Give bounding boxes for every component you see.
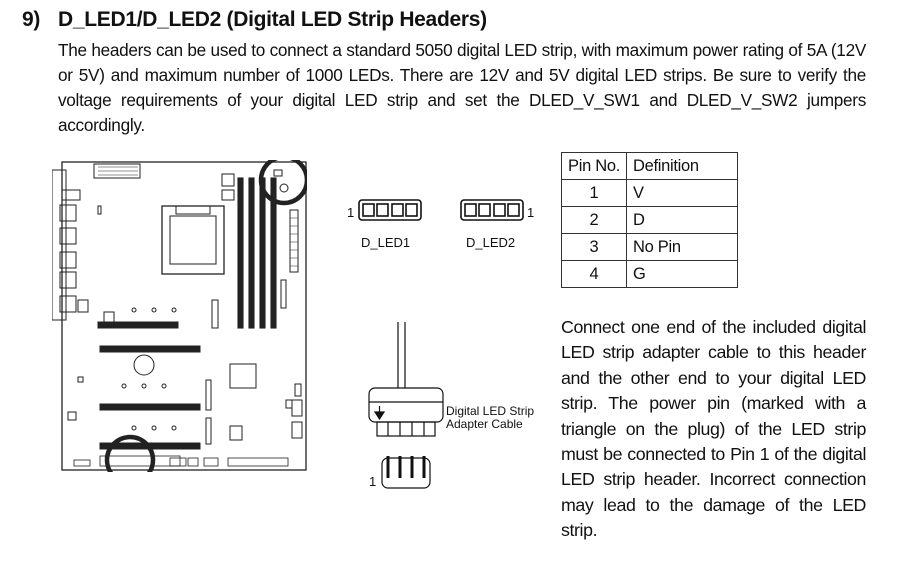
pin-number: 3: [561, 233, 627, 261]
pin-number: 2: [561, 206, 627, 234]
d-led2-header-diagram: [460, 199, 524, 221]
pin-definition: D: [626, 206, 738, 234]
pin-number: 4: [561, 260, 627, 288]
cable-pin1-marker: 1: [369, 474, 377, 489]
d-led1-pin1-marker: 1: [347, 205, 355, 220]
adapter-cable-label-line2: Adapter Cable: [446, 417, 523, 431]
pin-definition: G: [626, 260, 738, 288]
section-heading: 9) D_LED1/D_LED2 (Digital LED Strip Heade…: [22, 8, 487, 32]
table-row: 1 V: [561, 179, 738, 207]
section-number: 9): [22, 8, 41, 31]
col-definition-header: Definition: [626, 152, 738, 180]
table-row: 3 No Pin: [561, 233, 738, 261]
col-pin-header: Pin No.: [561, 152, 627, 180]
pin-number: 1: [561, 179, 627, 207]
motherboard-diagram: [52, 160, 307, 472]
section-title: D_LED1/D_LED2 (Digital LED Strip Headers…: [58, 8, 487, 31]
table-header-row: Pin No. Definition: [561, 152, 738, 180]
d-led1-label: D_LED1: [361, 235, 411, 250]
adapter-cable-label-line1: Digital LED Strip: [446, 404, 535, 418]
connection-description: Connect one end of the included digital …: [561, 317, 866, 541]
adapter-cable-label: Digital LED Strip Adapter Cable: [446, 405, 534, 431]
table-row: 4 G: [561, 260, 738, 288]
table-row: 2 D: [561, 206, 738, 234]
d-led1-header-diagram: [358, 199, 422, 221]
pin-definition-table: Pin No. Definition 1 V 2 D 3 No Pin 4 G: [561, 152, 738, 288]
pin-definition: V: [626, 179, 738, 207]
pin-definition: No Pin: [626, 233, 738, 261]
intro-paragraph: The headers can be used to connect a sta…: [58, 40, 866, 135]
d-led2-pin1-marker: 1: [527, 205, 535, 220]
adapter-cable-diagram: [368, 322, 444, 489]
d-led2-label: D_LED2: [466, 235, 516, 250]
